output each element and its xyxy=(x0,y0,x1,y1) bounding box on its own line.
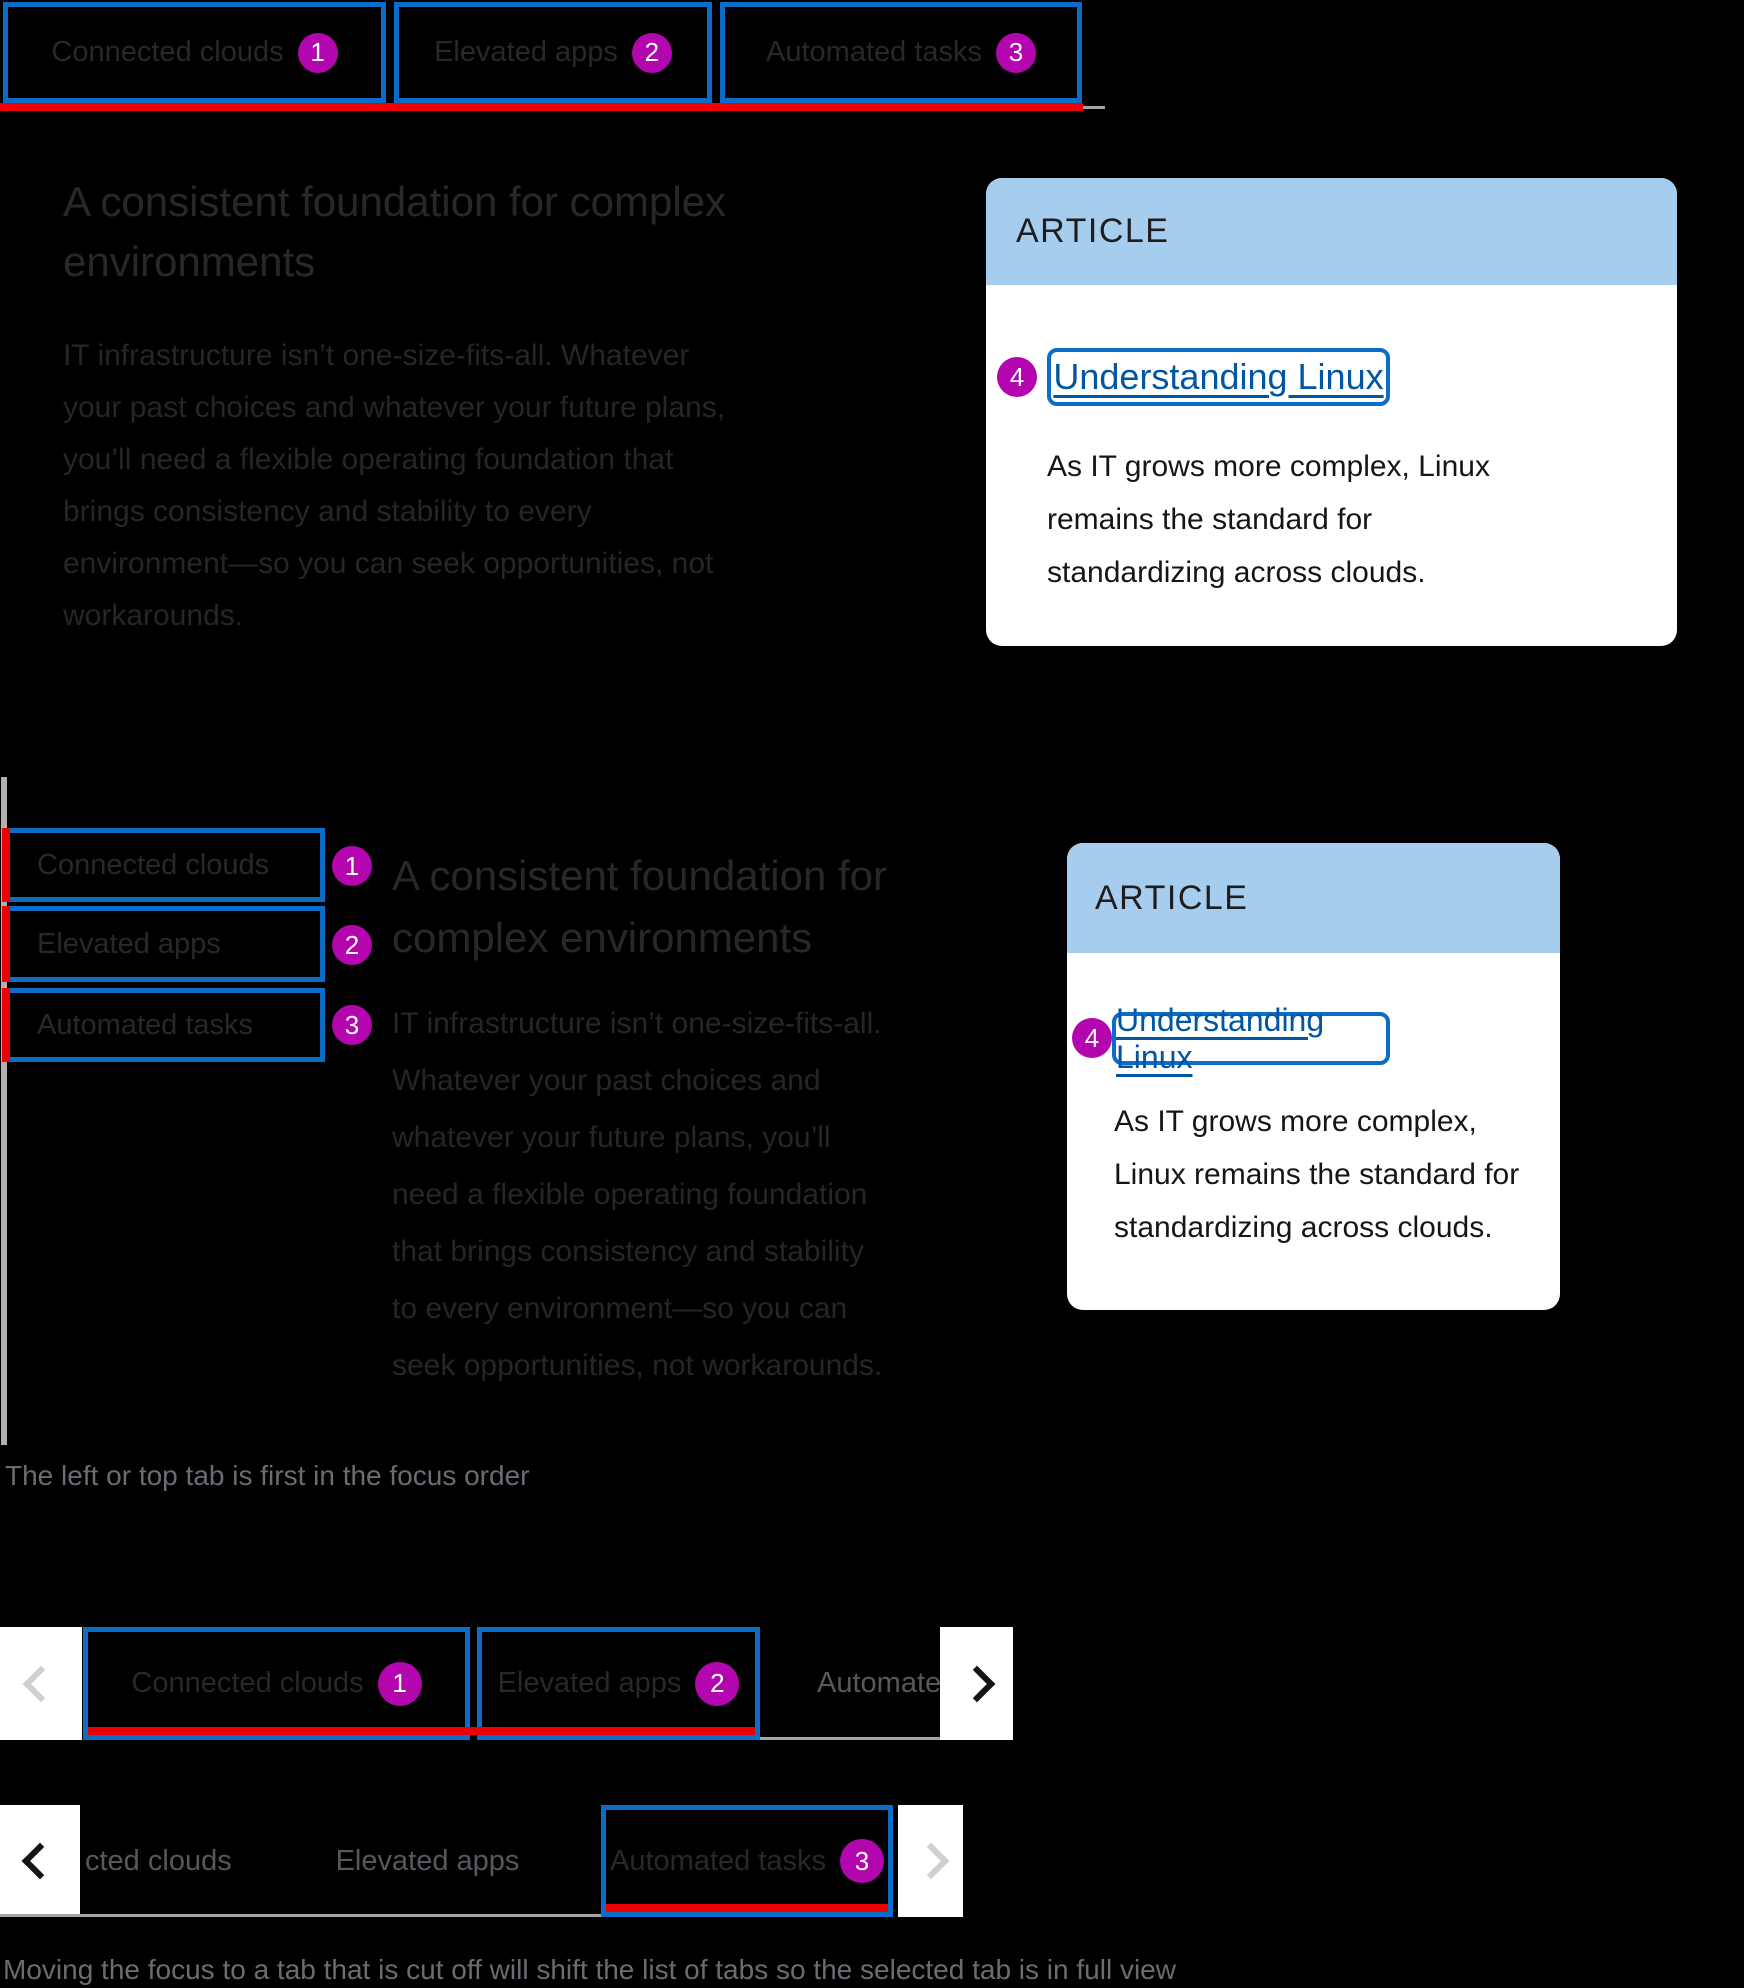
focus-order-badge: 4 xyxy=(1072,1018,1112,1058)
tab-connected-clouds-cutoff[interactable]: cted clouds xyxy=(80,1805,255,1917)
selected-tab-underline xyxy=(606,1904,888,1912)
tabs-border xyxy=(760,1737,1013,1740)
content-paragraph: IT infrastructure isn’t one-size-fits-al… xyxy=(63,339,726,632)
tabs-border xyxy=(1083,106,1105,109)
figure-caption: Moving the focus to a tab that is cut of… xyxy=(3,1954,1176,1985)
article-eyebrow: ARTICLE xyxy=(1016,212,1170,250)
tab-label: Elevated apps xyxy=(497,1667,682,1699)
focus-order-badge: 1 xyxy=(332,846,372,886)
tab-label: Automated tasks xyxy=(766,36,982,68)
tab-automated-tasks-cutoff[interactable]: Automate xyxy=(765,1627,992,1740)
focus-order-badge: 3 xyxy=(840,1839,884,1883)
tab-automated-tasks-overflow[interactable]: Automated tasks 3 xyxy=(601,1805,893,1917)
tab-connected-clouds-vertical[interactable]: Connected clouds xyxy=(2,828,325,902)
chevron-left-icon xyxy=(21,1842,59,1880)
selected-tab-underline xyxy=(88,1727,755,1735)
chevron-right-icon xyxy=(958,1665,995,1702)
article-eyebrow: ARTICLE xyxy=(1095,878,1249,917)
tab-elevated-apps-overflow[interactable]: Elevated apps 2 xyxy=(477,1627,760,1740)
scroll-tabs-left-button[interactable] xyxy=(0,1805,80,1917)
chevron-right-icon xyxy=(912,1842,949,1880)
article-summary: As IT grows more complex, Linux remains … xyxy=(1114,1105,1520,1244)
tabs-border xyxy=(0,1914,601,1917)
selected-tab-underline xyxy=(0,103,1083,111)
tab-label: Elevated apps xyxy=(37,927,221,960)
article-link[interactable]: Understanding Linux xyxy=(1116,1001,1325,1075)
article-link-focus-ring: Understanding Linux xyxy=(1047,348,1390,406)
tab-label: Elevated apps xyxy=(434,36,618,68)
scroll-tabs-left-button[interactable] xyxy=(0,1627,82,1740)
article-card-header: ARTICLE xyxy=(986,178,1677,285)
scroll-tabs-right-button[interactable] xyxy=(940,1627,1013,1740)
tab-connected-clouds[interactable]: Connected clouds 1 xyxy=(3,2,386,103)
focus-order-badge: 1 xyxy=(297,32,338,73)
tab-automated-tasks[interactable]: Automated tasks 3 xyxy=(720,2,1082,103)
tab-elevated-apps-vertical[interactable]: Elevated apps xyxy=(2,906,325,982)
tab-label: Automate xyxy=(817,1667,942,1699)
tab-label: Connected clouds xyxy=(51,36,284,68)
article-link-focus-ring: Understanding Linux xyxy=(1112,1002,1390,1075)
vertical-tabs-border xyxy=(1,777,7,1445)
article-card-header: ARTICLE xyxy=(1067,843,1560,953)
tab-label: Automated tasks xyxy=(610,1844,826,1877)
tab-label: Connected clouds xyxy=(131,1667,364,1699)
focus-order-badge: 2 xyxy=(332,925,372,965)
article-summary: As IT grows more complex, Linux remains … xyxy=(1047,450,1490,589)
tab-label: Connected clouds xyxy=(37,848,270,881)
chevron-left-icon xyxy=(22,1665,60,1702)
focus-order-badge: 3 xyxy=(332,1005,372,1045)
tab-label: Elevated apps xyxy=(335,1844,520,1877)
content-heading: A consistent foundation for complex envi… xyxy=(63,178,727,285)
content-heading: A consistent foundation for complex envi… xyxy=(392,852,887,961)
scroll-tabs-right-button[interactable] xyxy=(898,1805,963,1917)
focus-order-badge: 2 xyxy=(631,32,672,73)
tab-elevated-apps[interactable]: Elevated apps 2 xyxy=(394,2,712,103)
tab-label: cted clouds xyxy=(85,1844,232,1877)
focus-order-badge: 1 xyxy=(377,1661,422,1706)
figure-caption: The left or top tab is first in the focu… xyxy=(5,1460,530,1491)
tab-elevated-apps-unfocused[interactable]: Elevated apps xyxy=(300,1805,555,1917)
content-paragraph: IT infrastructure isn’t one-size-fits-al… xyxy=(392,1007,883,1382)
article-card: ARTICLE 4 Understanding Linux As IT grow… xyxy=(986,178,1677,646)
tab-label: Automated tasks xyxy=(37,1008,253,1041)
focus-order-badge: 4 xyxy=(997,357,1037,397)
focus-order-badge: 2 xyxy=(695,1661,740,1706)
tab-connected-clouds-overflow[interactable]: Connected clouds 1 xyxy=(83,1627,470,1740)
article-card: ARTICLE 4 Understanding Linux As IT grow… xyxy=(1067,843,1560,1310)
focus-order-badge: 3 xyxy=(996,32,1036,73)
tab-automated-tasks-vertical[interactable]: Automated tasks xyxy=(2,988,325,1062)
article-link[interactable]: Understanding Linux xyxy=(1053,356,1384,397)
